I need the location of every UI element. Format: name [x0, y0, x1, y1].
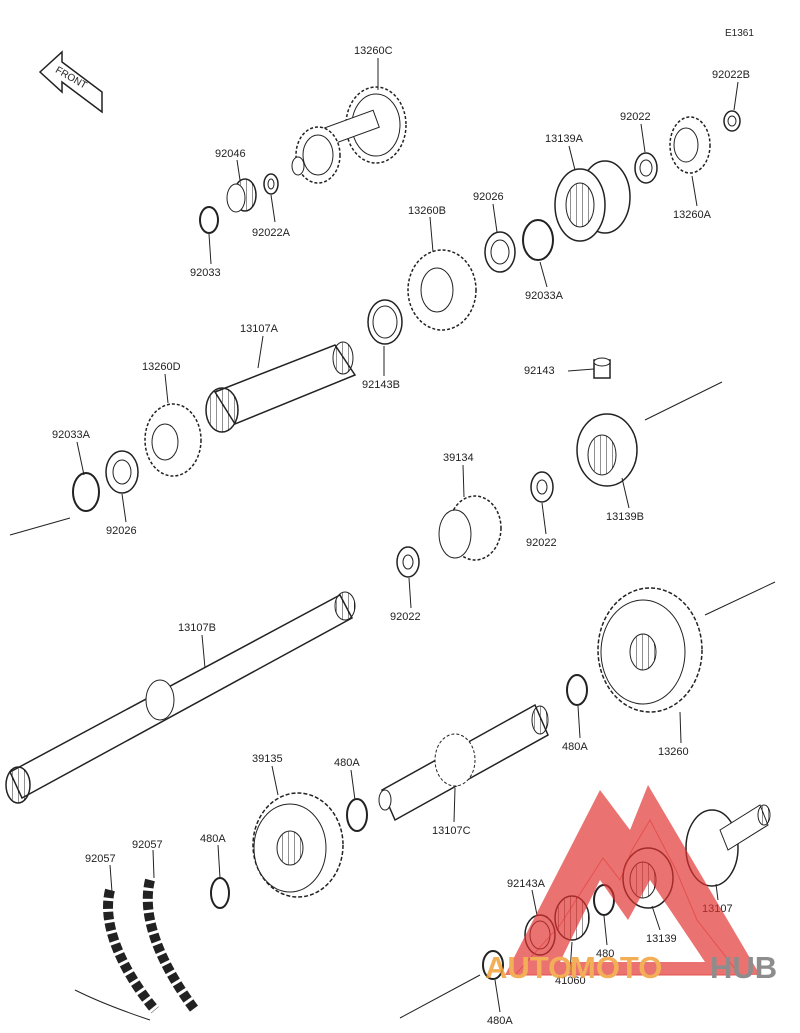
label-92143[interactable]: 92143 — [524, 365, 555, 377]
label-92033a-left[interactable]: 92033A — [52, 429, 91, 441]
label-92022-mid[interactable]: 92022 — [526, 537, 557, 549]
label-92022-top[interactable]: 92022 — [620, 111, 651, 123]
circlip-480a-bottom-icon[interactable] — [482, 950, 504, 980]
circlip-480a-right-icon[interactable] — [566, 674, 588, 706]
label-92033a-top[interactable]: 92033A — [525, 290, 564, 302]
chain-92057-a-icon[interactable] — [74, 888, 159, 1021]
label-39135[interactable]: 39135 — [252, 753, 283, 765]
label-13139[interactable]: 13139 — [646, 933, 677, 945]
label-13260d[interactable]: 13260D — [142, 361, 181, 373]
label-13139a[interactable]: 13139A — [545, 133, 584, 145]
washer-92022a-icon[interactable] — [263, 173, 279, 195]
label-92026-left[interactable]: 92026 — [106, 525, 137, 537]
label-13139b[interactable]: 13139B — [606, 511, 644, 523]
label-92143b[interactable]: 92143B — [362, 379, 400, 391]
label-41060[interactable]: 41060 — [555, 975, 586, 987]
label-13260c[interactable]: 13260C — [354, 45, 393, 57]
label-39134[interactable]: 39134 — [443, 452, 474, 464]
shaft-axis-line-right — [704, 581, 776, 616]
label-13260[interactable]: 13260 — [658, 746, 689, 758]
shaft-13107c-icon[interactable] — [378, 703, 549, 822]
label-13107b[interactable]: 13107B — [178, 622, 216, 634]
label-92033[interactable]: 92033 — [190, 267, 221, 279]
circlip-92033-icon[interactable] — [199, 206, 219, 234]
label-92143a[interactable]: 92143A — [507, 878, 546, 890]
label-13260b[interactable]: 13260B — [408, 205, 446, 217]
label-480a-mid[interactable]: 480A — [334, 757, 360, 769]
label-92057-a[interactable]: 92057 — [85, 853, 116, 865]
label-92026-top[interactable]: 92026 — [473, 191, 504, 203]
washer-92026-top-icon[interactable] — [484, 231, 516, 273]
circlip-480a-left-icon[interactable] — [210, 877, 230, 909]
shaft-13107a-icon[interactable] — [205, 341, 357, 433]
output-shaft-13107-icon[interactable] — [685, 804, 771, 887]
circlip-92033a-left-icon[interactable] — [72, 472, 100, 512]
gear-13260d-icon[interactable] — [144, 403, 202, 477]
sleeve-13139a-icon[interactable] — [554, 160, 631, 242]
washer-92022-low-icon[interactable] — [396, 546, 420, 578]
label-13107a[interactable]: 13107A — [240, 323, 279, 335]
front-arrow-icon: FRONT — [38, 50, 103, 114]
watermark-auto: AUTO — [485, 950, 572, 985]
gear-13260a-icon[interactable] — [669, 116, 711, 174]
label-480a-left[interactable]: 480A — [200, 833, 226, 845]
label-480a-bottom[interactable]: 480A — [487, 1015, 513, 1027]
bushing-92143-icon[interactable] — [593, 357, 611, 379]
washer-92022-mid-icon[interactable] — [530, 471, 554, 503]
washer-92026-left-icon[interactable] — [105, 450, 139, 494]
shaft-axis-line-bottom — [399, 974, 481, 1019]
label-480a-right[interactable]: 480A — [562, 741, 588, 753]
gear-39134-icon[interactable] — [438, 495, 502, 561]
circlip-480a-mid-icon[interactable] — [346, 798, 368, 832]
label-13107c[interactable]: 13107C — [432, 825, 471, 837]
label-13260a[interactable]: 13260A — [673, 209, 712, 221]
label-92057-b[interactable]: 92057 — [132, 839, 163, 851]
bearing-92046-icon[interactable] — [226, 178, 257, 213]
gear-39135-icon[interactable] — [252, 792, 344, 898]
label-92022-low[interactable]: 92022 — [390, 611, 421, 623]
washer-92022-top-icon[interactable] — [634, 152, 658, 184]
chain-92057-b-icon[interactable] — [142, 878, 200, 1013]
leader-lines — [76, 58, 739, 1013]
automotohub-watermark-logo: AUTO MOTO HUB — [485, 785, 777, 985]
hub-13139b-icon[interactable] — [576, 413, 638, 487]
label-92022a[interactable]: 92022A — [252, 227, 291, 239]
circlip-92033a-top-icon[interactable] — [522, 219, 554, 261]
label-92022b[interactable]: 92022B — [712, 69, 750, 81]
gear-13260b-icon[interactable] — [407, 249, 477, 331]
label-480[interactable]: 480 — [596, 948, 614, 960]
shaft-axis-line-left — [9, 517, 71, 536]
bushing-92143b-icon[interactable] — [367, 299, 403, 345]
gear-13260c-icon[interactable] — [291, 86, 407, 184]
watermark-moto: MOTO — [570, 950, 662, 985]
washer-92022b-icon[interactable] — [723, 110, 741, 132]
watermark-hub: HUB — [710, 950, 777, 985]
diagram-code: E1361 — [725, 28, 754, 39]
label-92046[interactable]: 92046 — [215, 148, 246, 160]
shaft-13107b-icon[interactable] — [5, 591, 356, 804]
gear-13260-icon[interactable] — [597, 587, 703, 713]
shaft-axis-line-upper-right — [644, 381, 723, 421]
